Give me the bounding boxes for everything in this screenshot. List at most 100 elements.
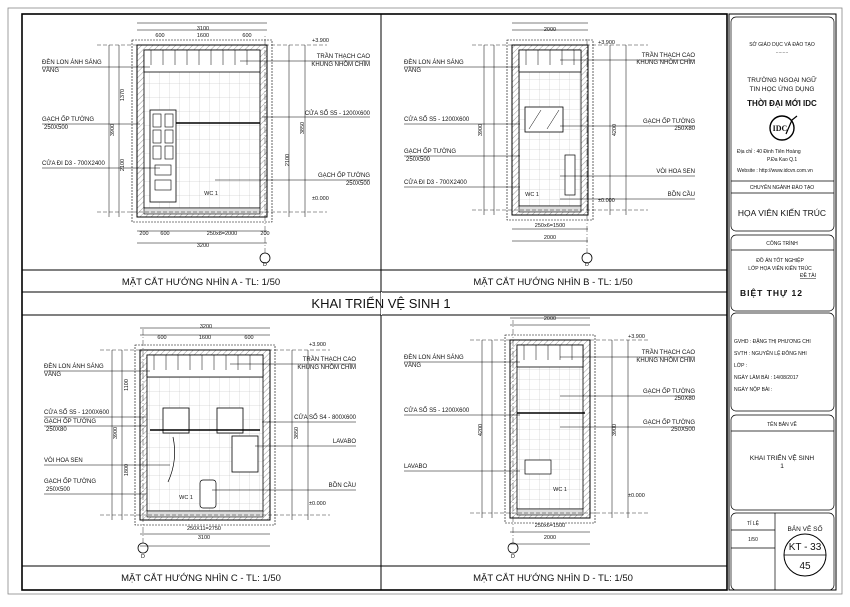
dimension: 3900 bbox=[110, 124, 116, 136]
sheet-no-header: BẢN VẼ SỐ bbox=[787, 523, 822, 533]
axis-bubble bbox=[137, 542, 149, 554]
label: BỒN CẦU bbox=[329, 482, 356, 489]
label: 250X80 bbox=[674, 126, 695, 132]
dimension: 1100 bbox=[124, 379, 130, 391]
idc-logo: IDC bbox=[769, 115, 798, 141]
door-panel bbox=[164, 145, 174, 160]
svth: SVTH : NGUYỄN LỆ ĐÔNG NHI bbox=[734, 349, 807, 357]
lavabo-mirror bbox=[231, 435, 259, 473]
level-mark: ±0.000 bbox=[312, 196, 329, 202]
label: 250X500 bbox=[671, 427, 696, 433]
label: GẠCH ỐP TƯỜNG bbox=[643, 118, 695, 125]
dimension: 250x6=1500 bbox=[535, 523, 565, 529]
drawing-name: KHAI TRIỂN VỆ SINH bbox=[750, 453, 814, 462]
axis-label: D bbox=[511, 554, 515, 560]
axis-bubble bbox=[581, 252, 593, 264]
window bbox=[524, 106, 564, 133]
level-mark: ±0.000 bbox=[628, 493, 645, 499]
axis-bubble bbox=[259, 252, 271, 264]
dimension: 3100 bbox=[197, 26, 209, 32]
label: BỒN CẦU bbox=[668, 191, 695, 198]
dimension: 600 bbox=[242, 33, 251, 39]
dimension: 2000 bbox=[544, 535, 556, 541]
scale: 1/50 bbox=[748, 537, 758, 543]
label: CỬA SỔ S5 - 1200X600 bbox=[305, 110, 371, 117]
label: VÀNG bbox=[44, 371, 61, 378]
floor bbox=[143, 207, 261, 215]
school-line1: TRƯỜNG NGOẠI NGỮ bbox=[747, 75, 817, 84]
dimension: 200 bbox=[260, 231, 269, 237]
scale-header: TỈ LỆ bbox=[747, 519, 760, 527]
label: ĐÈN LON ÁNH SÁNG bbox=[44, 363, 104, 370]
dimension: 250X11=2750 bbox=[187, 526, 221, 532]
lavabo bbox=[524, 459, 552, 475]
label: GẠCH ỐP TƯỜNG bbox=[44, 418, 96, 425]
view-caption-a: MẶT CẮT HƯỚNG NHÌN A - TL: 1/50 bbox=[122, 277, 280, 288]
sheet-title: KHAI TRIỂN VỆ SINH 1 bbox=[311, 296, 450, 311]
dimension: 3200 bbox=[197, 243, 209, 249]
label: 250X500 bbox=[44, 125, 69, 131]
leader-line bbox=[546, 109, 560, 130]
view-c: ĐÈN LON ÁNH SÁNG VÀNG CỬA SỔ S5 - 1200X6… bbox=[44, 324, 357, 560]
door-panel bbox=[152, 129, 162, 144]
dimension: 1800 bbox=[124, 464, 130, 476]
dimension: 3850 bbox=[300, 122, 306, 134]
dimension: 3100 bbox=[198, 535, 210, 541]
window bbox=[216, 407, 244, 434]
label: 250X80 bbox=[46, 427, 67, 433]
door-panel bbox=[152, 145, 162, 160]
label: VÀNG bbox=[404, 362, 421, 369]
label: VÀNG bbox=[42, 67, 59, 74]
label: GẠCH ỐP TƯỜNG bbox=[404, 148, 456, 155]
ceiling bbox=[146, 354, 264, 378]
label: LAVABO bbox=[404, 464, 427, 470]
dimension: 600 bbox=[157, 335, 166, 341]
level-mark: +3.900 bbox=[598, 40, 615, 46]
label: 250X500 bbox=[46, 487, 71, 493]
svg-text:IDC: IDC bbox=[773, 124, 788, 133]
dimension: 2000 bbox=[544, 27, 556, 33]
room-tag: WC 1 bbox=[525, 192, 539, 198]
dimension: 4200 bbox=[478, 424, 484, 436]
door bbox=[149, 109, 177, 203]
label: TRẦN THẠCH CAO bbox=[642, 52, 696, 59]
dimension: 1600 bbox=[199, 335, 211, 341]
floor bbox=[516, 508, 584, 516]
address: P.Đa Kao Q.1 bbox=[767, 157, 797, 163]
shower-hose bbox=[167, 436, 175, 483]
floor bbox=[146, 510, 264, 518]
dimension: 2100 bbox=[285, 154, 291, 166]
dimension: 3900 bbox=[612, 424, 618, 436]
topic-label: ĐỀ TÀI bbox=[800, 272, 816, 279]
label: CỬA ĐI D3 - 700X2400 bbox=[42, 160, 105, 167]
dimension: 3200 bbox=[200, 324, 212, 330]
drawing-frame bbox=[21, 13, 728, 591]
window bbox=[162, 407, 190, 434]
label: CỬA SỔ S5 - 1200X600 bbox=[404, 116, 470, 123]
sheet-code: KT - 33 bbox=[789, 542, 822, 553]
project-header: CÔNG TRÌNH bbox=[766, 240, 798, 247]
dimension: 250x8=2000 bbox=[207, 231, 237, 237]
dimension: 1370 bbox=[120, 89, 126, 101]
room-tag: WC 1 bbox=[204, 191, 218, 197]
label: GẠCH ỐP TƯỜNG bbox=[643, 388, 695, 395]
label: CỬA SỔ S5 - 1200X600 bbox=[404, 407, 470, 414]
label: 250X500 bbox=[346, 181, 371, 187]
label: ĐÈN LON ÁNH SÁNG bbox=[404, 354, 464, 361]
address: Địa chỉ : 40 Đinh Tiên Hoàng bbox=[737, 148, 801, 155]
label: KHUNG NHÔM CHÌM bbox=[636, 357, 695, 364]
toilet bbox=[564, 154, 576, 196]
drawing-name-header: TÊN BẢN VẼ bbox=[767, 420, 797, 428]
level-mark: +3.900 bbox=[312, 38, 329, 44]
dimension: 3850 bbox=[294, 427, 300, 439]
section-outline bbox=[134, 344, 276, 526]
door-panel bbox=[154, 179, 172, 191]
dimension: 4200 bbox=[612, 124, 618, 136]
dimension: 250x6=1500 bbox=[535, 223, 565, 229]
dimension: 3900 bbox=[478, 124, 484, 136]
label: GẠCH ỐP TƯỜNG bbox=[42, 116, 94, 123]
dimension: 600 bbox=[244, 335, 253, 341]
label: KHUNG NHÔM CHÌM bbox=[636, 59, 695, 66]
label: GẠCH ỐP TƯỜNG bbox=[643, 419, 695, 426]
label: CỬA ĐI D3 - 700X2400 bbox=[404, 179, 467, 186]
